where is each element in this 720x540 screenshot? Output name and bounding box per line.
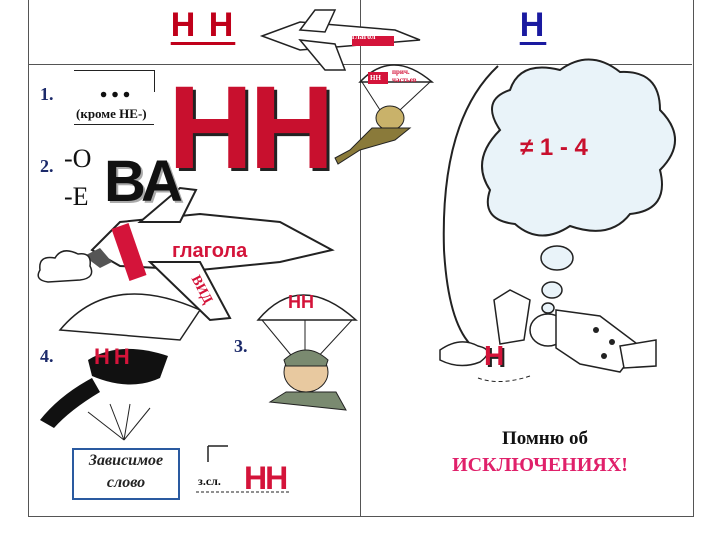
item-1-bracket bbox=[154, 70, 155, 92]
man-letter-n: Н bbox=[484, 340, 505, 371]
item-1-dots: … bbox=[98, 68, 132, 105]
top-parachute-label1: НН bbox=[370, 74, 381, 82]
item-3-number: 3. bbox=[234, 336, 248, 356]
parachute-4-label: НН bbox=[94, 344, 134, 369]
dependent-word-line1: Зависимое bbox=[88, 452, 164, 469]
item-1-note: (кроме НЕ-) bbox=[76, 106, 147, 121]
dependent-word-box: Зависимое слово bbox=[72, 448, 180, 500]
cloud-text: ≠ 1 - 4 bbox=[520, 134, 588, 161]
fighter-plane-illustration bbox=[84, 186, 335, 322]
parachute-4-illustration bbox=[40, 293, 202, 441]
zsl-label: з.сл. bbox=[198, 474, 221, 488]
header-single-n: Н bbox=[519, 6, 547, 44]
item-1-number: 1. bbox=[40, 84, 54, 104]
top-parachute-label2: прич. частьев bbox=[392, 68, 417, 84]
dependent-word-line2: слово bbox=[106, 474, 146, 491]
item-2-suffix-o: -О bbox=[64, 144, 92, 173]
slide-frame bbox=[28, 0, 694, 517]
item-2-number: 2. bbox=[40, 156, 54, 176]
item-4-number: 4. bbox=[40, 346, 54, 366]
zsl-nn: НН bbox=[244, 460, 288, 496]
remember-line1: Помню об bbox=[501, 428, 589, 449]
top-plane-illustration bbox=[259, 9, 421, 71]
item-1-overline bbox=[74, 70, 154, 71]
item-2-va: ВА bbox=[104, 149, 183, 214]
header-double-n: Н Н bbox=[170, 6, 236, 44]
item-1-underline bbox=[74, 124, 154, 125]
column-divider bbox=[360, 0, 361, 516]
parachute-3-illustration bbox=[256, 294, 358, 411]
item-2-suffix-e: -Е bbox=[64, 182, 89, 211]
top-parachute-illustration bbox=[334, 64, 435, 165]
top-plane-label: глагол bbox=[352, 32, 376, 41]
plane-label-glagola: глагола bbox=[172, 240, 248, 262]
big-nn-letters: НН bbox=[168, 62, 334, 194]
remember-line2: ИСКЛЮЧЕНИЯХ! bbox=[452, 454, 628, 476]
parachute-3-label: НН bbox=[288, 292, 314, 312]
man-illustration bbox=[439, 289, 657, 382]
thought-cloud-illustration bbox=[481, 58, 676, 314]
